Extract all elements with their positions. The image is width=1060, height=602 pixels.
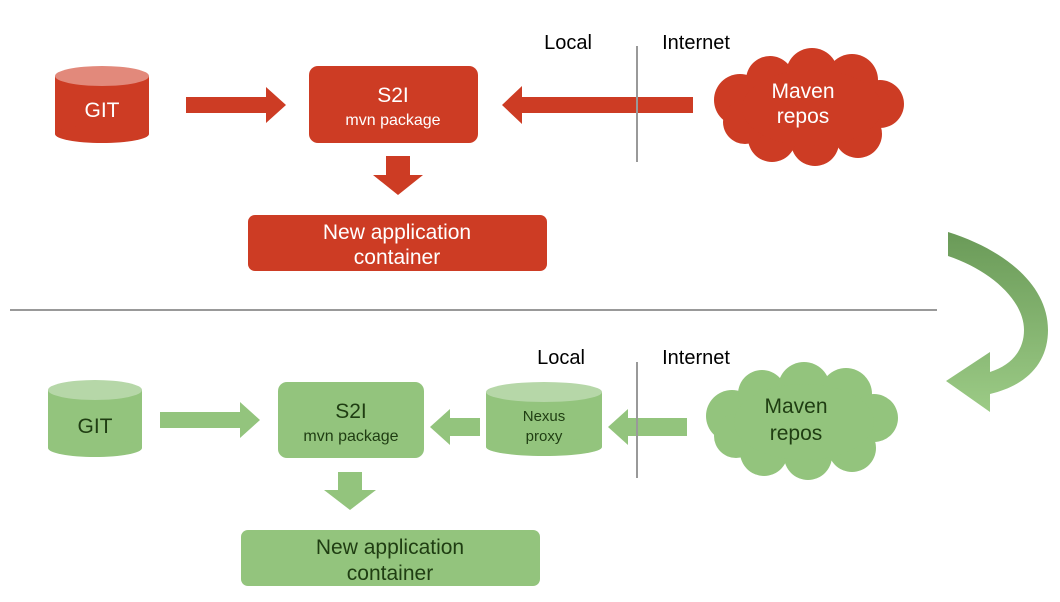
bottom-local-label: Local: [537, 347, 585, 369]
bottom-new-app-line1: New application: [316, 536, 464, 559]
transition-curved-arrow: [946, 232, 1048, 412]
top-new-app-box: New application container: [248, 215, 547, 271]
bottom-git-label: GIT: [78, 415, 113, 438]
bottom-new-app-line2: container: [347, 562, 433, 585]
top-arrow-git-to-s2i: [186, 87, 286, 123]
top-s2i-title: S2I: [377, 84, 409, 107]
top-arrow-maven-to-s2i: [502, 86, 693, 124]
top-new-app-line1: New application: [323, 221, 471, 244]
top-git-label: GIT: [85, 99, 120, 122]
bottom-arrow-maven-to-nexus: [608, 409, 687, 445]
bottom-maven-line2: repos: [770, 422, 823, 445]
top-maven-line2: repos: [777, 105, 830, 128]
top-local-label: Local: [544, 32, 592, 54]
top-s2i-box: S2I mvn package: [309, 66, 478, 143]
top-internet-label: Internet: [662, 32, 730, 54]
bottom-s2i-box: S2I mvn package: [278, 382, 424, 458]
bottom-internet-label: Internet: [662, 347, 730, 369]
bottom-nexus-line1: Nexus: [523, 408, 566, 425]
bottom-arrow-nexus-to-s2i: [430, 409, 480, 445]
bottom-git-cylinder: GIT: [48, 380, 142, 457]
bottom-arrow-git-to-s2i: [160, 402, 260, 438]
top-arrow-s2i-to-newapp: [373, 156, 423, 195]
bottom-nexus-cylinder: Nexus proxy: [486, 382, 602, 456]
bottom-s2i-subtitle: mvn package: [303, 428, 398, 445]
bottom-maven-line1: Maven: [764, 395, 827, 418]
top-maven-line1: Maven: [771, 80, 834, 103]
top-new-app-line2: container: [354, 246, 440, 269]
top-maven-cloud: Maven repos: [714, 48, 904, 166]
bottom-new-app-box: New application container: [241, 530, 540, 586]
top-s2i-subtitle: mvn package: [345, 112, 440, 129]
top-git-cylinder: GIT: [55, 66, 149, 143]
bottom-s2i-title: S2I: [335, 400, 367, 423]
bottom-arrow-s2i-to-newapp: [324, 472, 376, 510]
bottom-nexus-line2: proxy: [526, 428, 563, 445]
bottom-maven-cloud: Maven repos: [706, 362, 898, 480]
